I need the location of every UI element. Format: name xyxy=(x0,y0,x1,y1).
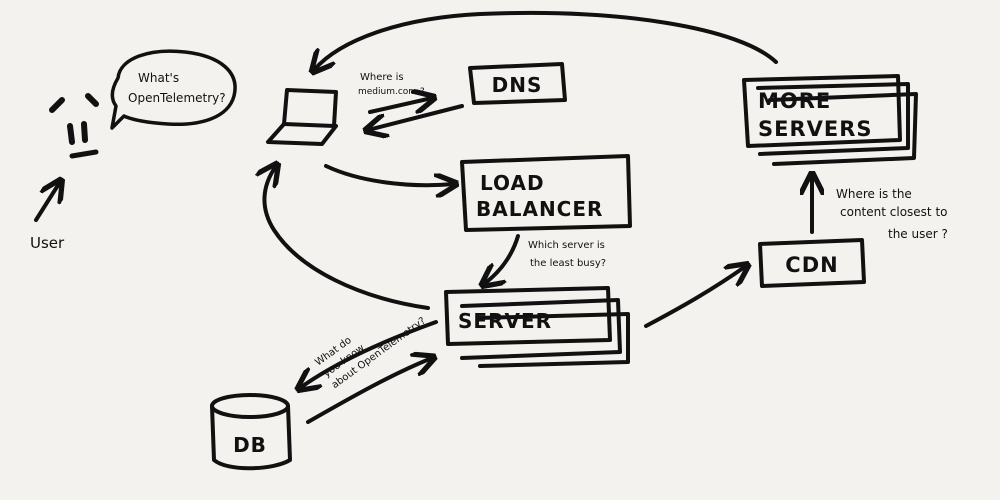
cdn-label: CDN xyxy=(785,253,838,277)
db-body xyxy=(210,404,292,471)
speech-line-2: OpenTelemetry? xyxy=(128,91,226,105)
load-balancer-outline xyxy=(460,154,632,232)
more-servers-to-laptop-arrow xyxy=(314,10,778,70)
db-cylinder: DB xyxy=(210,393,292,471)
user-arrow xyxy=(34,182,60,222)
dns-label: DNS xyxy=(492,73,543,97)
closest-line-3: the user ? xyxy=(888,227,948,241)
db-question-note: What do you know about OpenTelemetry? xyxy=(313,316,428,392)
speech-line-1: What's xyxy=(138,71,179,85)
server-to-db-arrow xyxy=(300,320,438,388)
server-label: SERVER xyxy=(458,309,552,333)
db-to-server-arrow xyxy=(306,358,432,424)
least-busy-line-1: Which server is xyxy=(528,240,605,251)
user-figure xyxy=(49,93,99,159)
user-eye-right xyxy=(81,121,88,143)
where-is-note: Where is medium.com ? xyxy=(358,72,425,97)
user-label: User xyxy=(30,234,65,252)
least-busy-note: Which server is the least busy? xyxy=(528,240,606,269)
where-is-line-2: medium.com ? xyxy=(358,87,425,97)
user-speech-bubble: What's OpenTelemetry? xyxy=(110,49,237,130)
more-servers-shadow-middle xyxy=(756,82,910,156)
server-box-outline xyxy=(444,286,612,346)
closest-note: Where is the content closest to the user… xyxy=(836,187,948,241)
laptop-to-dns-arrow xyxy=(368,98,432,114)
server-to-laptop-arrow xyxy=(264,166,430,310)
dns-to-laptop-arrow xyxy=(368,104,464,130)
more-servers-label-1: MORE xyxy=(758,89,831,113)
laptop-to-lb-arrow xyxy=(324,164,454,185)
load-balancer-box: LOAD BALANCER xyxy=(460,154,632,232)
cdn-box-outline xyxy=(758,238,866,288)
more-servers-label-2: SERVERS xyxy=(758,117,873,141)
speech-bubble-outline xyxy=(110,49,237,130)
server-shadow-back xyxy=(476,312,630,368)
laptop-base xyxy=(266,122,338,146)
more-servers-box-outline xyxy=(742,74,902,148)
where-is-line-1: Where is xyxy=(360,72,404,83)
dns-box-outline xyxy=(468,62,567,105)
cdn-box: CDN xyxy=(758,238,866,288)
load-balancer-label-2: BALANCER xyxy=(476,197,603,221)
user-mouth xyxy=(69,149,99,159)
closest-line-1: Where is the xyxy=(836,187,912,201)
laptop-icon xyxy=(266,88,338,146)
db-top xyxy=(210,393,290,419)
dns-box: DNS xyxy=(468,62,567,105)
closest-line-2: content closest to xyxy=(840,205,947,219)
user-eye-left xyxy=(67,123,75,145)
user-eyebrow-right xyxy=(85,93,99,107)
load-balancer-label-1: LOAD xyxy=(480,171,545,195)
user-eyebrow-left xyxy=(49,97,65,113)
server-shadow-middle xyxy=(460,298,622,360)
more-servers-shadow-back xyxy=(768,92,918,166)
server-stack: SERVER xyxy=(444,286,630,368)
server-to-cdn-arrow xyxy=(644,266,746,328)
least-busy-line-2: the least busy? xyxy=(530,258,606,269)
lb-to-server-arrow xyxy=(484,234,520,284)
laptop-screen xyxy=(282,88,338,128)
more-servers-stack: MORE SERVERS xyxy=(742,74,918,166)
db-label: DB xyxy=(233,433,267,457)
